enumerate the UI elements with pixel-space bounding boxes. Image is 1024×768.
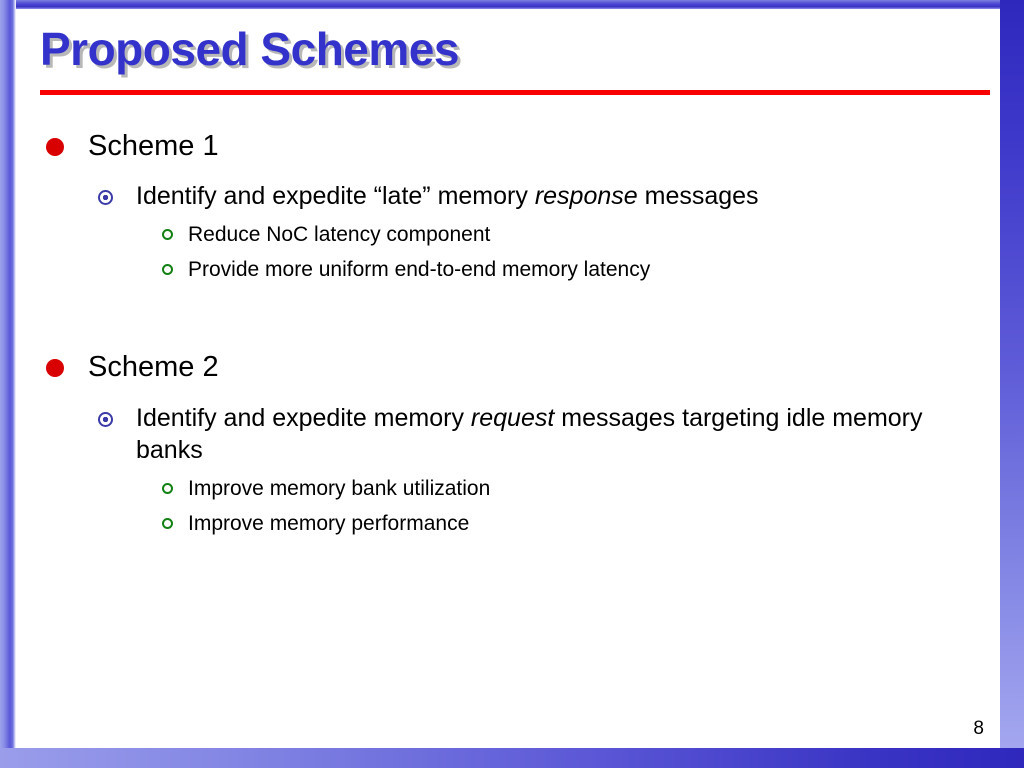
slide-border-right: [1000, 0, 1024, 768]
spacer: [40, 164, 970, 180]
bullet-disc-icon: [46, 359, 64, 378]
list-item-label: Improve memory bank utilization: [188, 476, 491, 500]
title-underline-rule: [40, 90, 990, 95]
detail-text-emphasis: response: [534, 182, 638, 211]
spacer: [40, 467, 970, 475]
bullet-target-icon: [98, 190, 113, 206]
section-heading-scheme-1: Scheme 1: [40, 128, 970, 164]
section-gap: [40, 283, 970, 333]
section-heading-label: Scheme 1: [88, 130, 219, 162]
slide-border-left: [0, 0, 16, 768]
bullet-circle-icon: [162, 517, 173, 529]
spacer: [40, 248, 970, 256]
list-item-label: Provide more uniform end-to-end memory l…: [188, 258, 651, 282]
detail-text-post: messages: [637, 182, 759, 211]
section-detail-scheme-1: Identify and expedite “late” memory resp…: [40, 180, 970, 213]
slide-body: Scheme 1 Identify and expedite “late” me…: [40, 128, 970, 537]
list-item-label: Reduce NoC latency component: [188, 222, 491, 246]
detail-text-emphasis: request: [470, 403, 555, 432]
list-item: Provide more uniform end-to-end memory l…: [40, 256, 970, 283]
slide-border-bottom: [0, 748, 1024, 768]
detail-text-pre: Identify and expedite memory: [136, 403, 471, 432]
spacer: [40, 502, 970, 510]
bullet-target-icon: [98, 411, 113, 427]
bullet-circle-icon: [162, 228, 173, 240]
bullet-disc-icon: [46, 138, 64, 156]
detail-text-post: messages targeting idle memory banks: [136, 403, 923, 465]
list-item: Improve memory bank utilization: [40, 475, 970, 502]
bullet-circle-icon: [162, 264, 173, 276]
section-heading-label: Scheme 2: [88, 351, 219, 384]
slide-border-top: [0, 0, 1024, 9]
section-gap: [40, 333, 970, 349]
bullet-circle-icon: [162, 482, 173, 494]
slide-title: Proposed Schemes: [40, 23, 459, 75]
section-detail-scheme-2: Identify and expedite memory request mes…: [40, 402, 970, 467]
list-item: Reduce NoC latency component: [40, 221, 970, 248]
spacer: [40, 386, 970, 402]
section-heading-scheme-2: Scheme 2: [40, 349, 970, 385]
spacer: [40, 213, 970, 221]
list-item-label: Improve memory performance: [188, 511, 470, 535]
detail-text-pre: Identify and expedite “late” memory: [136, 182, 535, 211]
list-item: Improve memory performance: [40, 510, 970, 537]
slide-number: 8: [973, 718, 984, 739]
